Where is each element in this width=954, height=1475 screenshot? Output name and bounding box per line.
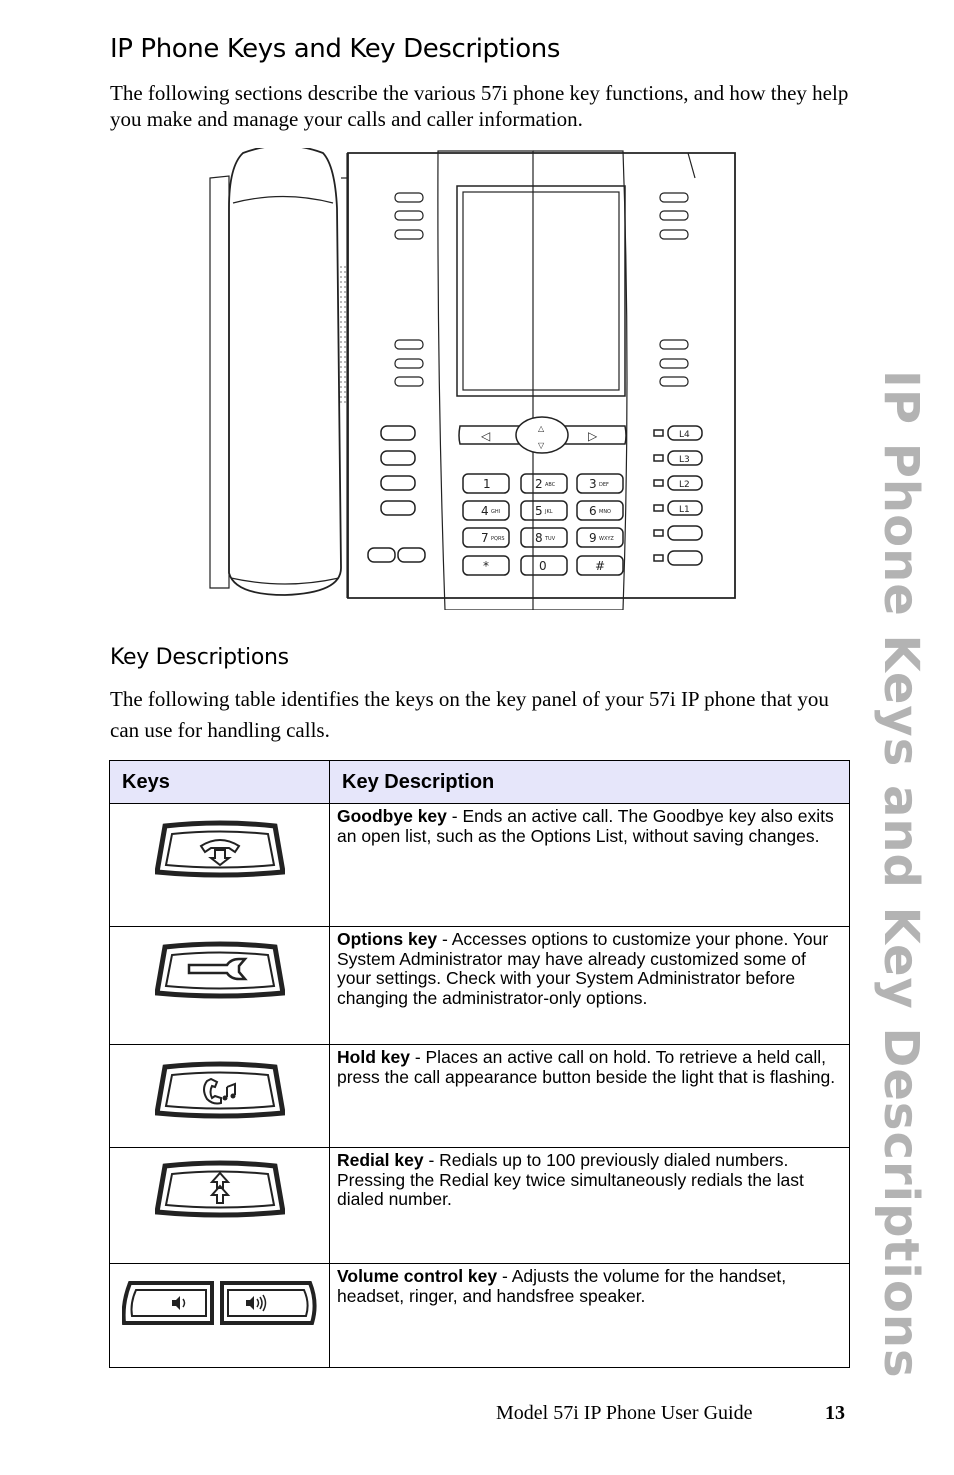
key-digit: 4 [481, 504, 489, 518]
description-header: Key Description [329, 760, 850, 804]
footer-title: Model 57i IP Phone User Guide [496, 1402, 753, 1424]
key-digit: 2 [535, 477, 543, 491]
softkeys-left [394, 192, 424, 387]
key-name: Redial key [337, 1150, 424, 1170]
key-digit: * [483, 559, 489, 573]
key-description: - Accesses options to customize your pho… [337, 929, 829, 1008]
line-key-label: L1 [679, 505, 690, 515]
key-letters: PQRS [491, 536, 505, 542]
key-letters: GHI [491, 509, 500, 515]
table-row: Redial key - Redials up to 100 previousl… [329, 1147, 850, 1264]
line-key-label: L3 [679, 455, 690, 465]
key-digit: 1 [483, 477, 491, 491]
table-row: Hold key - Places an active call on hold… [329, 1044, 850, 1148]
phone-illustration: ◁ ▷ △ ▽ L4 L3 L2 L1 1 2 3 4 5 [209, 148, 736, 610]
key-letters: ABC [545, 482, 556, 488]
key-digit: 8 [535, 531, 543, 545]
table-row: Volume control key - Adjusts the volume … [329, 1263, 850, 1368]
key-digit: 7 [481, 531, 489, 545]
key-name: Options key [337, 929, 438, 949]
key-digit: 5 [535, 504, 543, 518]
keys-header: Keys [109, 760, 330, 804]
hold-key-icon [153, 1061, 286, 1119]
svg-text:▷: ▷ [588, 429, 598, 443]
key-letters: DEF [599, 482, 609, 488]
key-digit: 6 [589, 504, 597, 518]
softkeys-right [659, 192, 689, 387]
section-heading: Key Descriptions [110, 645, 289, 670]
svg-text:▽: ▽ [538, 441, 545, 450]
key-letters: WXYZ [599, 536, 614, 542]
line-key-label: L4 [679, 430, 690, 440]
intro-paragraph: The following sections describe the vari… [110, 81, 849, 131]
page-number: 13 [825, 1402, 845, 1424]
key-letters: JKL [544, 509, 553, 515]
left-function-keys [367, 425, 426, 563]
key-description: - Ends an active call. The Goodbye key a… [337, 806, 834, 846]
goodbye-key-icon [153, 820, 286, 878]
key-digit: 0 [539, 559, 547, 573]
speaker-grille [340, 266, 346, 403]
key-digit: 9 [589, 531, 597, 545]
key-table: Keys Key Description Goodbye key - Ends … [109, 760, 850, 1368]
key-digit: # [595, 559, 605, 573]
line-keys [653, 425, 703, 566]
key-description: - Adjusts the volume for the handset, he… [337, 1266, 787, 1306]
key-name: Goodbye key [337, 806, 447, 826]
key-digit: 3 [589, 477, 597, 491]
svg-text:◁: ◁ [481, 429, 491, 443]
side-tab-title: IP Phone Keys and Key Descriptions [873, 370, 929, 1379]
table-row: Options key - Accesses options to custom… [329, 926, 850, 1045]
key-name: Hold key [337, 1047, 410, 1067]
redial-key-icon [153, 1160, 286, 1218]
volume-key-icon [121, 1281, 317, 1325]
line-key-label: L2 [679, 480, 690, 490]
key-name: Volume control key [337, 1266, 498, 1286]
key-letters: TUV [544, 536, 556, 542]
table-intro: The following table identifies the keys … [110, 687, 829, 742]
page-title: IP Phone Keys and Key Descriptions [110, 34, 560, 64]
options-key-icon [153, 941, 286, 999]
table-row: Goodbye key - Ends an active call. The G… [329, 803, 850, 927]
key-description: - Places an active call on hold. To retr… [337, 1047, 836, 1087]
dial-keypad [462, 473, 624, 576]
key-description: - Redials up to 100 previously dialed nu… [337, 1150, 804, 1209]
key-letters: MNO [599, 509, 611, 515]
svg-text:△: △ [538, 424, 545, 433]
